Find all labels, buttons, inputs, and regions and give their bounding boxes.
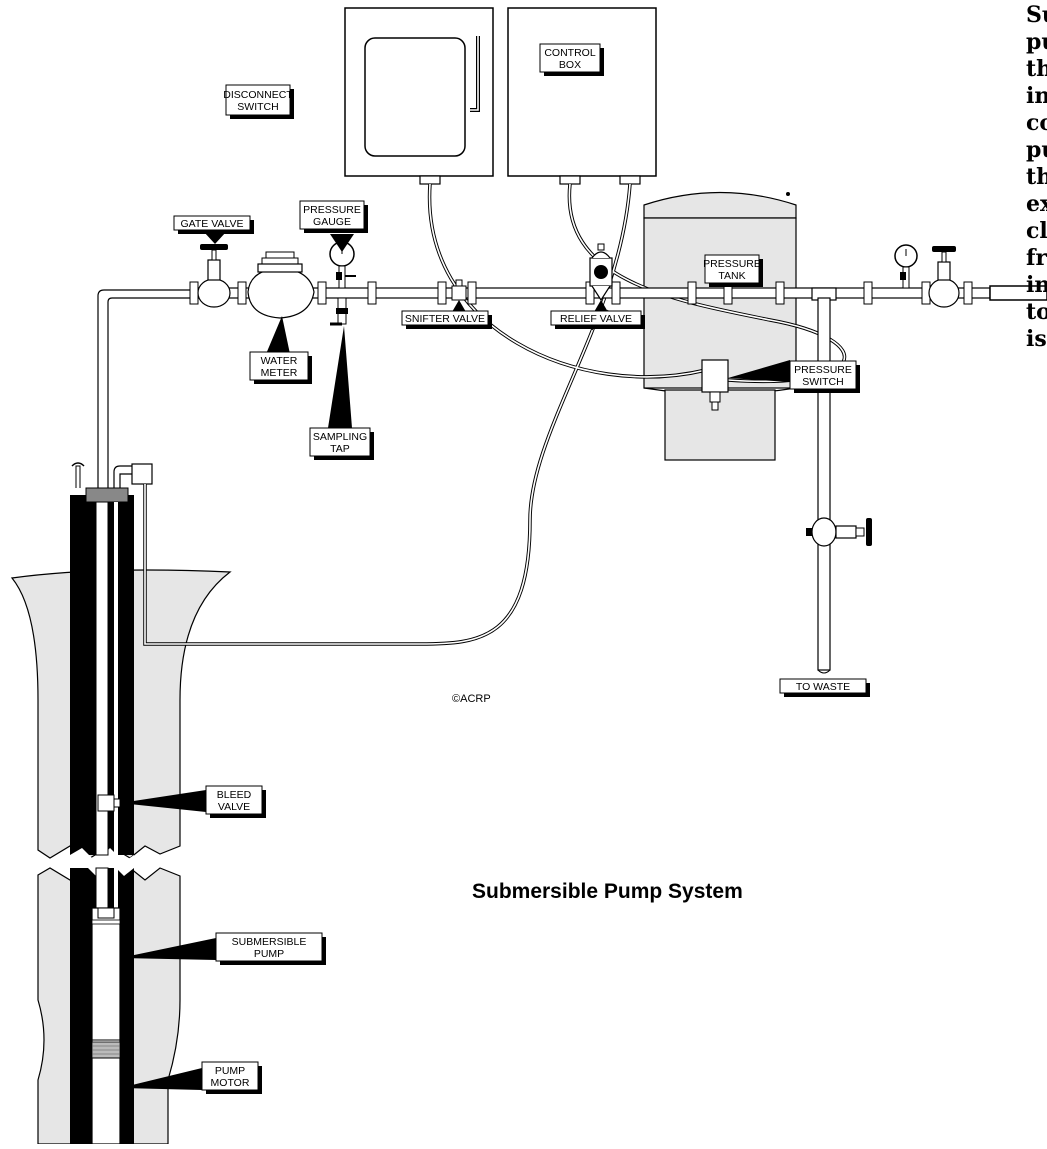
gate-valve-label: GATE VALVE [180, 218, 243, 230]
side-text-line: is [1026, 326, 1047, 352]
pressure-tank-label-2: TANK [718, 270, 745, 282]
side-text-line: to [1026, 299, 1047, 325]
sampling-tap-label-2: TAP [330, 443, 350, 455]
label-pump-motor: PUMP MOTOR [120, 1061, 262, 1094]
pressure-gauge-label-1: PRESSURE [303, 204, 361, 216]
diagram-caption: Submersible Pump System [472, 880, 743, 903]
submersible-pump-label-2: PUMP [254, 948, 284, 960]
label-relief-valve: RELIEF VALVE [550, 300, 645, 329]
label-sampling-tap: SAMPLING TAP [309, 326, 374, 460]
side-text-line: Su [1026, 2, 1047, 28]
main-pipeline [189, 281, 1047, 674]
drop-pipe [95, 501, 118, 909]
pressure-switch-label-1: PRESSURE [794, 364, 852, 376]
label-pressure-gauge: PRESSURE GAUGE [299, 200, 368, 252]
water-meter-label-1: WATER [261, 355, 298, 367]
pressure-switch [701, 359, 729, 411]
label-submersible-pump: SUBMERSIBLE PUMP [120, 932, 326, 965]
label-snifter-valve: SNIFTER VALVE [401, 300, 492, 329]
water-meter-label-2: METER [261, 367, 298, 379]
side-text-line: th [1026, 164, 1047, 190]
pressure-gauge-label-2: GAUGE [313, 216, 351, 228]
relief-valve [589, 243, 613, 331]
disconnect-switch-label-2: SWITCH [237, 101, 278, 113]
side-text-line: fro [1026, 245, 1047, 271]
disconnect-switch [344, 7, 494, 185]
to-waste-label: TO WASTE [796, 681, 850, 693]
pressure-gauge [329, 241, 356, 289]
bleed-valve-label-1: BLEED [217, 789, 252, 801]
copyright-text: ©ACRP [452, 693, 491, 705]
snifter-valve-label: SNIFTER VALVE [405, 313, 485, 325]
label-control-box: CONTROL BOX [539, 43, 604, 76]
disconnect-switch-label-1: DISCONNECT [223, 89, 293, 101]
wellhead [71, 289, 200, 488]
waste-valve [806, 517, 872, 547]
label-water-meter: WATER METER [249, 316, 312, 384]
submersible-pump-unit [91, 907, 121, 1145]
bleed-valve-label-2: VALVE [218, 801, 250, 813]
side-text-line: in [1026, 272, 1047, 298]
water-meter [247, 251, 315, 319]
sampling-tap-label-1: SAMPLING [313, 431, 367, 443]
side-text-line: pu [1026, 29, 1047, 55]
callouts: DISCONNECT SWITCH CONTROL BOX PRESSURE T… [120, 43, 870, 1094]
label-disconnect-switch: DISCONNECT SWITCH [223, 84, 294, 119]
pump-motor-label-1: PUMP [215, 1065, 245, 1077]
side-text-column: Su pu th in co pu th ex cl fro in to is [1026, 2, 1047, 352]
side-text-line: th [1026, 56, 1047, 82]
label-pressure-switch: PRESSURE SWITCH [728, 360, 860, 393]
pressure-tank-label-1: PRESSURE [703, 258, 761, 270]
relief-valve-label: RELIEF VALVE [560, 313, 632, 325]
snifter-valve [451, 279, 467, 301]
control-box [507, 7, 657, 185]
pressure-tank-body [643, 191, 797, 461]
control-box-label-2: BOX [559, 59, 581, 71]
label-pressure-tank: PRESSURE TANK [703, 254, 763, 287]
pump-motor-label-2: MOTOR [211, 1077, 250, 1089]
side-text-line: co [1026, 110, 1047, 136]
side-text-line: in [1026, 83, 1047, 109]
bleed-valve [97, 794, 121, 812]
right-gauge-and-valve [894, 244, 960, 308]
gate-valve [197, 244, 231, 308]
side-text-line: pu [1026, 137, 1047, 163]
submersible-pump-label-1: SUBMERSIBLE [232, 936, 307, 948]
control-box-label-1: CONTROL [544, 47, 595, 59]
label-gate-valve: GATE VALVE [173, 215, 254, 244]
side-text-line: cl [1026, 218, 1047, 244]
pressure-switch-label-2: SWITCH [802, 376, 843, 388]
label-to-waste: TO WASTE [779, 678, 870, 697]
side-text-line: ex [1026, 191, 1047, 217]
label-bleed-valve: BLEED VALVE [120, 785, 266, 818]
sampling-tap [330, 297, 348, 326]
